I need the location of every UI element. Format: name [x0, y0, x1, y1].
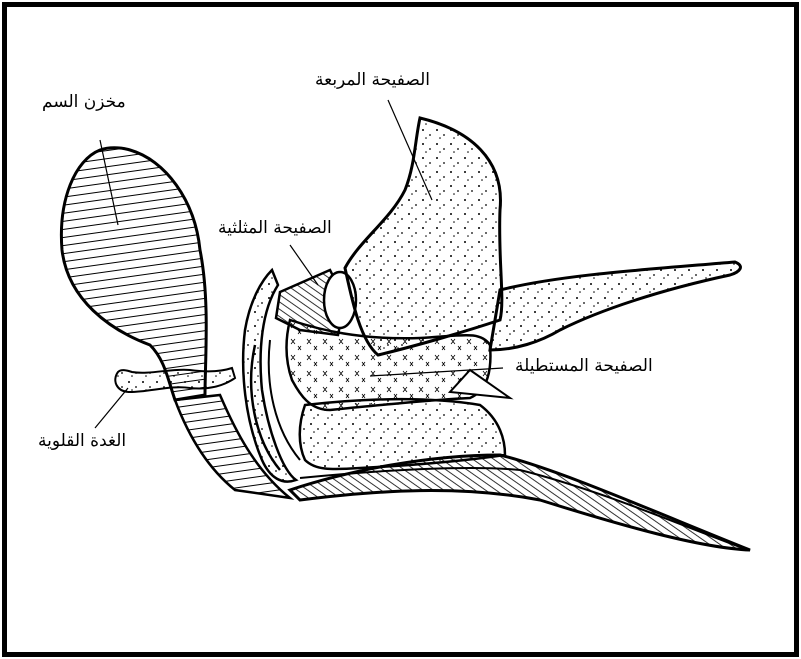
- label-venom-reservoir: مخزن السم: [42, 94, 126, 111]
- leader-alkaline-gland: [95, 388, 128, 428]
- sting-sheath-shape: [490, 262, 740, 350]
- label-quadrate-plate: الصفيحة المربعة: [315, 72, 430, 89]
- leader-triangular-plate: [290, 245, 318, 285]
- label-triangular-plate: الصفيحة المثلثية: [218, 220, 332, 237]
- quadrate-plate-shape: [345, 118, 502, 355]
- label-oblong-plate: الصفيحة المستطيلة: [515, 358, 653, 375]
- label-alkaline-gland: الغدة القلوية: [38, 433, 126, 450]
- venom-reservoir-shape: [61, 148, 206, 400]
- alkaline-gland-shape: [115, 368, 235, 392]
